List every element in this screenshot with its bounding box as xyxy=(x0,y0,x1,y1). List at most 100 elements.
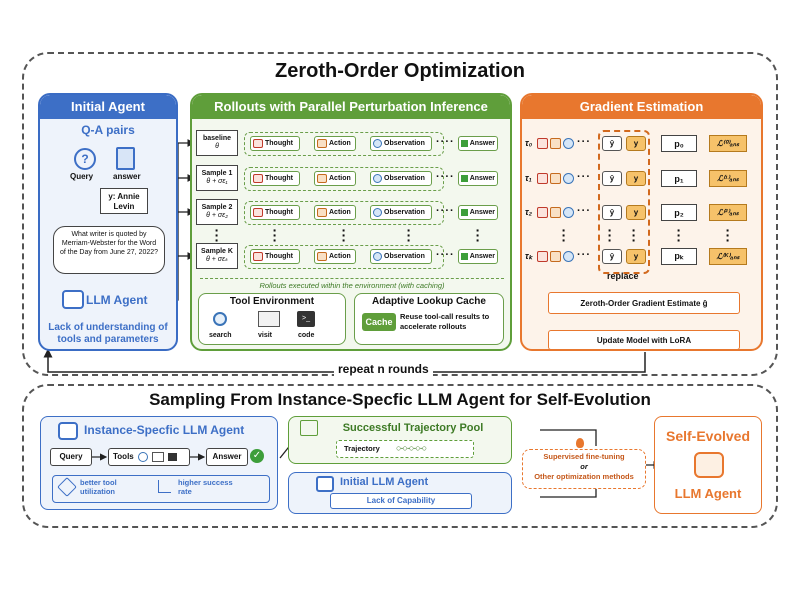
trajectory-mini xyxy=(537,171,574,185)
prob-box: pₖ xyxy=(661,248,697,265)
replace-box xyxy=(598,130,650,274)
loss-box: ℒ⁽⁰⁾ₐₙₛ xyxy=(709,135,747,152)
brain-icon xyxy=(253,208,263,217)
llm-agent-label: LLM Agent xyxy=(86,293,148,307)
replace-label: replace xyxy=(607,271,639,281)
question-bubble: What writer is quoted by Merriam-Webster… xyxy=(53,226,165,274)
tau-label: τ₂ xyxy=(525,207,533,217)
observation-step: Observation xyxy=(370,249,432,264)
observation-step: Observation xyxy=(370,171,432,186)
rollout-group-1 xyxy=(244,167,444,191)
action-step: Action xyxy=(314,205,356,220)
initial-agent-panel: Initial Agent xyxy=(38,93,178,351)
answer-step: Answer xyxy=(458,136,498,151)
cache-badge: Cache xyxy=(362,313,396,331)
vertical-ellipsis: ··· xyxy=(341,222,347,248)
lack-capability-box: Lack of Capability xyxy=(330,493,472,509)
ellipsis: ···· xyxy=(436,249,455,261)
robot-icon xyxy=(316,476,334,492)
trajectory-mini xyxy=(537,205,574,219)
robot-icon xyxy=(58,422,78,440)
action-step: Action xyxy=(314,249,356,264)
action-step: Action xyxy=(314,136,356,151)
query-label: Query xyxy=(70,172,94,181)
trajectory-chain-icon: ○-○-○-○-○ xyxy=(396,443,427,453)
yhat-box: ŷ xyxy=(602,249,622,264)
rollouts-header: Rollouts with Parallel Perturbation Infe… xyxy=(192,95,510,119)
or-label: or xyxy=(580,462,588,471)
answer-label: answer xyxy=(113,172,141,181)
vertical-ellipsis: ··· xyxy=(725,222,731,248)
vertical-ellipsis: ··· xyxy=(406,222,412,248)
rollout-group-2 xyxy=(244,201,444,225)
question-icon: ? xyxy=(74,148,96,170)
brain-icon xyxy=(253,174,263,183)
instance-agent-title: Instance-Specfic LLM Agent xyxy=(84,423,245,437)
vertical-ellipsis: ··· xyxy=(561,222,567,248)
other-methods-label: Other optimization methods xyxy=(534,472,634,481)
query-box: Query xyxy=(50,448,92,466)
vertical-ellipsis: ··· xyxy=(676,222,682,248)
sft-label: Supervised fine-tuning xyxy=(543,452,625,461)
rollout-group-0 xyxy=(244,132,444,156)
thought-step: Thought xyxy=(250,249,300,264)
document-icon xyxy=(116,147,135,170)
ellipsis: ··· xyxy=(577,205,591,217)
flag-icon xyxy=(461,175,468,182)
ellipsis: ···· xyxy=(436,136,455,148)
check-icon: ✓ xyxy=(250,449,264,463)
tau-label: τ₀ xyxy=(525,138,533,148)
benefit-success-rate: higher success rate xyxy=(178,478,233,496)
repeat-label: repeat n rounds xyxy=(334,362,433,376)
observation-step: Observation xyxy=(370,136,432,151)
flag-icon xyxy=(461,140,468,147)
cache-description: Reuse tool-call results to accelerate ro… xyxy=(400,312,490,331)
gradient-header: Gradient Estimation xyxy=(522,95,761,119)
tau-label: τ₁ xyxy=(525,173,532,183)
vertical-ellipsis: ··· xyxy=(214,222,220,248)
answer-step: Answer xyxy=(458,249,498,264)
trajectory-label: Trajectory xyxy=(344,444,380,453)
trajectory-strip xyxy=(336,440,474,458)
loss-box: ℒ⁽¹⁾ₐₙₛ xyxy=(709,170,747,187)
thought-step: Thought xyxy=(250,205,300,220)
terminal-icon: >_ xyxy=(297,311,315,327)
loss-box: ℒ⁽ᴷ⁾ₐₙₛ xyxy=(709,248,747,265)
robot-icon xyxy=(694,452,724,478)
zo-gradient-estimate-box: Zeroth-Order Gradient Estimate ĝ xyxy=(548,292,740,314)
pool-icon xyxy=(300,420,318,436)
top-title: Zeroth-Order Optimization xyxy=(275,60,525,82)
action-step: Action xyxy=(314,171,356,186)
y-box: y xyxy=(626,249,646,264)
eye-icon xyxy=(373,208,382,217)
lack-understanding-text: Lack of understanding of tools and param… xyxy=(48,322,168,345)
methods-box xyxy=(522,449,646,489)
rollouts-note: Rollouts executed within the environment… xyxy=(200,278,504,290)
prob-box: p₁ xyxy=(661,170,697,187)
tool-icon xyxy=(317,208,327,217)
tool-icon xyxy=(317,139,327,148)
answer-step: Answer xyxy=(458,171,498,186)
y-box: y xyxy=(626,171,646,186)
self-evolution-frame xyxy=(22,384,778,528)
fire-icon xyxy=(576,438,584,448)
eye-icon xyxy=(373,174,382,183)
vertical-ellipsis: ··· xyxy=(475,222,481,248)
observation-step: Observation xyxy=(370,205,432,220)
initial-agent-header: Initial Agent xyxy=(40,95,176,119)
search-icon xyxy=(213,312,227,326)
brain-icon xyxy=(253,139,263,148)
browser-icon xyxy=(258,311,280,327)
tool-icon xyxy=(317,174,327,183)
tool-icon xyxy=(317,252,327,261)
brain-icon xyxy=(253,252,263,261)
y-box: y xyxy=(626,205,646,220)
y-box: y xyxy=(626,136,646,151)
answer-box: Answer xyxy=(206,448,248,466)
initial-llm-title: Initial LLM Agent xyxy=(340,476,429,488)
eye-icon xyxy=(373,139,382,148)
